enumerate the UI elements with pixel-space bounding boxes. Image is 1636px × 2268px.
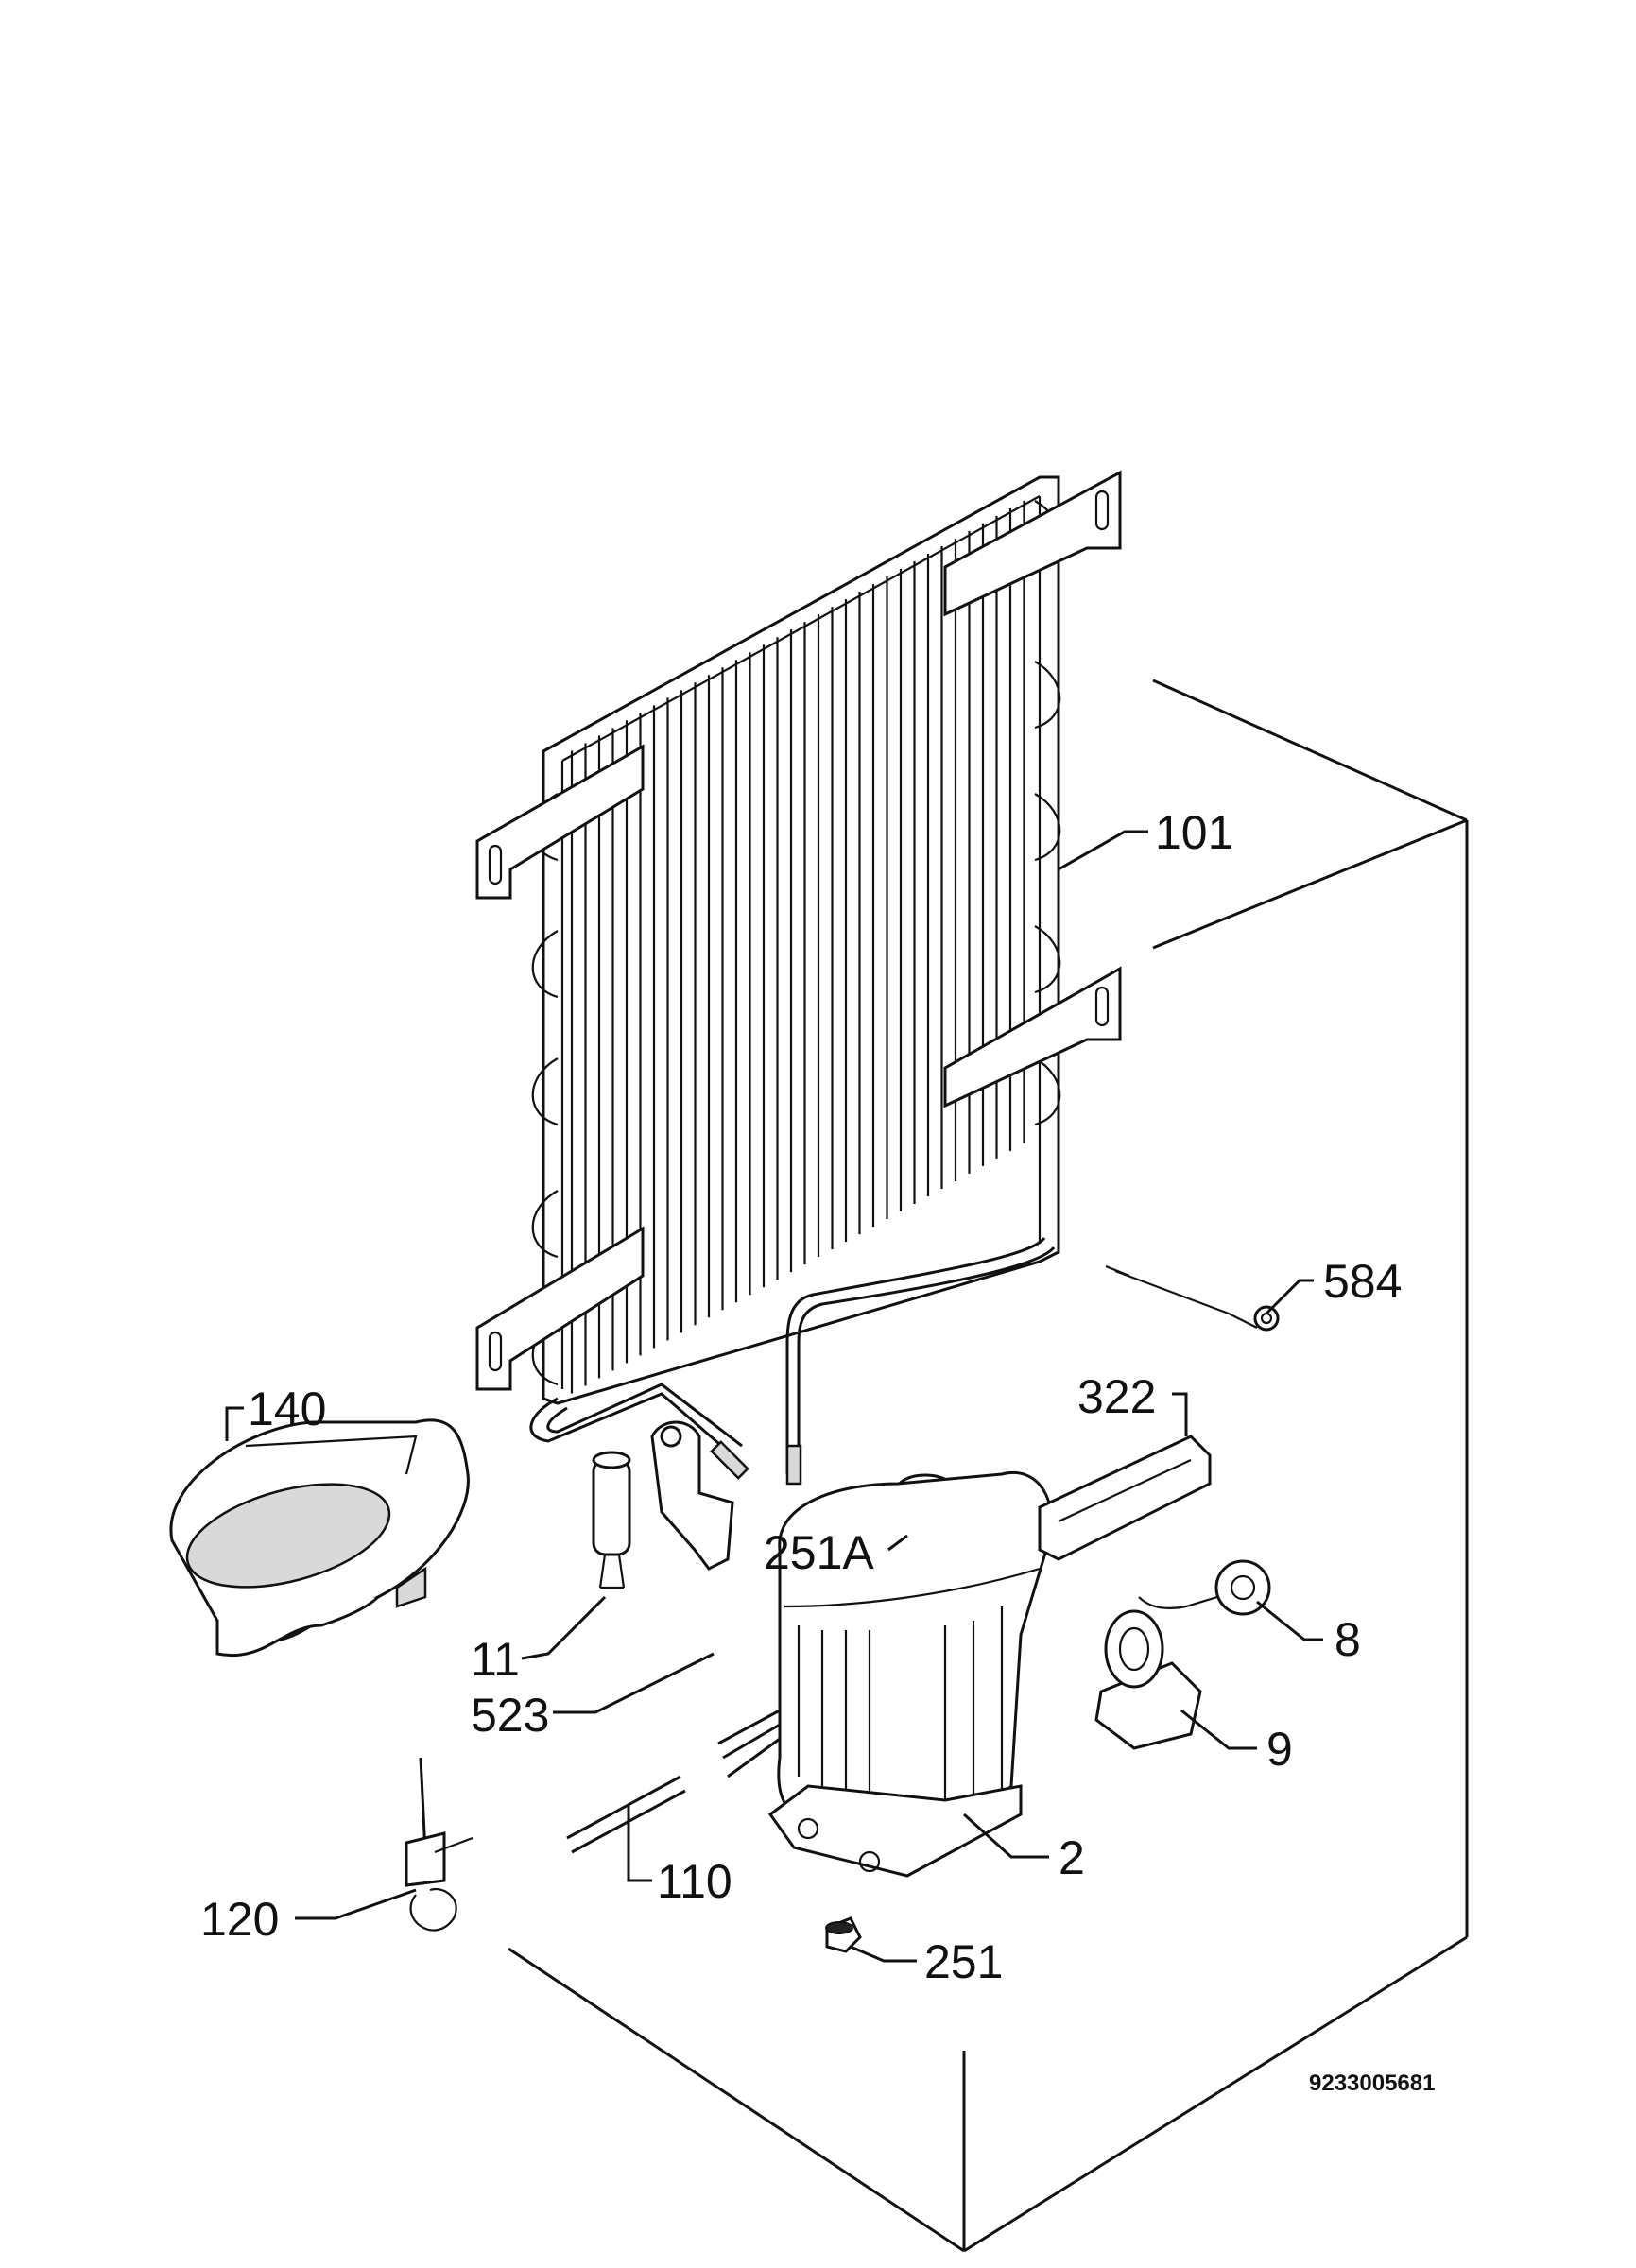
start-relay-9 [1094, 1609, 1202, 1750]
label-120: 120 [200, 1893, 279, 1946]
label-2: 2 [1059, 1831, 1085, 1884]
label-584: 584 [1323, 1255, 1402, 1308]
label-11: 11 [471, 1633, 520, 1686]
condenser-101 [475, 470, 1122, 1486]
cabinet-outline [508, 679, 1469, 2253]
compressor-2 [717, 1471, 1054, 1878]
drawing-number: 9233005681 [1309, 2070, 1435, 2096]
label-9: 9 [1266, 1723, 1293, 1776]
leader-lines [225, 830, 1323, 1963]
tube-110 [566, 1775, 686, 1854]
label-322: 322 [1077, 1370, 1156, 1423]
label-101: 101 [1155, 806, 1233, 859]
label-251: 251 [924, 1935, 1003, 1988]
protector-8 [1138, 1559, 1271, 1616]
relay-11 [592, 1451, 631, 1589]
label-523: 523 [471, 1689, 549, 1742]
clip-523 [650, 1420, 734, 1571]
grommet-251 [825, 1916, 862, 1953]
bracket-322 [1038, 1435, 1212, 1561]
filler-tube-120 [405, 1757, 474, 1932]
label-251a: 251A [764, 1526, 874, 1579]
sensor-584 [1105, 1264, 1280, 1332]
label-140: 140 [248, 1383, 326, 1435]
label-8: 8 [1335, 1613, 1361, 1666]
label-110: 110 [657, 1855, 732, 1908]
drip-tray-140 [169, 1418, 470, 1658]
